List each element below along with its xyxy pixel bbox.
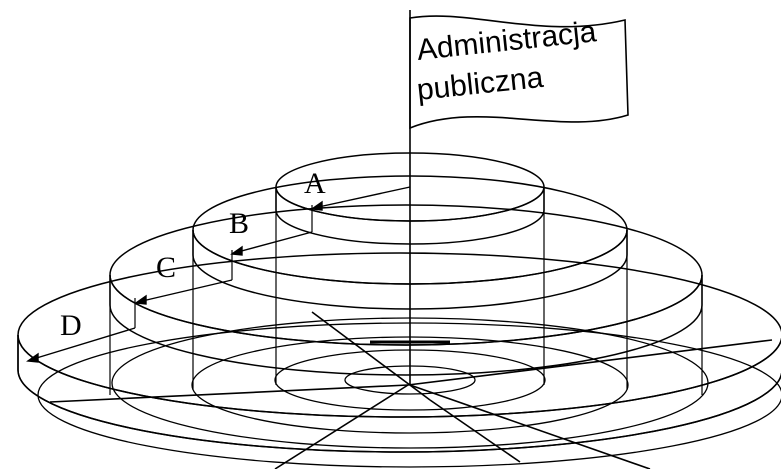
diagonal-line-3 <box>274 384 409 469</box>
horizontal-line-right <box>407 339 773 386</box>
radius-b-arrowhead <box>230 245 243 256</box>
flag-line-2: publiczna <box>415 61 545 107</box>
cross-lines <box>49 311 773 469</box>
label-d: D <box>60 309 82 342</box>
radius-d-line <box>29 327 136 361</box>
radius-c-line <box>137 279 233 303</box>
diagonal-line-2 <box>409 384 651 469</box>
radius-a-line <box>313 186 411 209</box>
radius-a-arrowhead <box>310 200 323 211</box>
horizontal-line-left <box>49 384 409 403</box>
label-c: C <box>156 251 176 284</box>
radius-c-arrowhead <box>134 294 147 305</box>
diagonal-line-1b <box>429 399 521 463</box>
radius-b-line <box>233 231 313 254</box>
radius-lines <box>26 186 411 363</box>
label-a: A <box>304 167 326 200</box>
label-b: B <box>229 207 249 240</box>
radius-d-arrowhead <box>26 352 39 363</box>
flag-banner <box>409 15 629 130</box>
tier-d-disc <box>17 252 781 453</box>
